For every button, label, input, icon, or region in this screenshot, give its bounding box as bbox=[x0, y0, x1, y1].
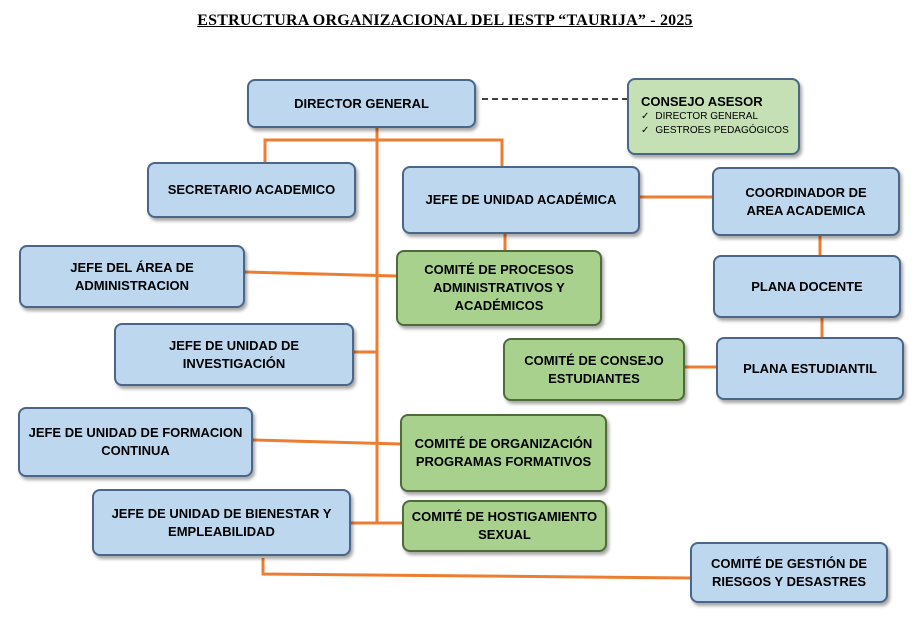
node-jefe-bienestar: JEFE DE UNIDAD DE BIENESTAR Y EMPLEABILI… bbox=[92, 489, 351, 556]
node-comite-gestion-riesgos: COMITÉ DE GESTIÓN DE RIESGOS Y DESASTRES bbox=[690, 542, 888, 603]
check-icon: ✓ bbox=[641, 111, 650, 122]
node-comite-hostigamiento: COMITÉ DE HOSTIGAMIENTO SEXUAL bbox=[402, 500, 607, 552]
connector-bienestar-riesgos bbox=[261, 558, 691, 580]
node-comite-programas-formativos: COMITÉ DE ORGANIZACIÓN PROGRAMAS FORMATI… bbox=[400, 414, 607, 492]
connector-admin-comite bbox=[244, 270, 397, 278]
node-director-general: DIRECTOR GENERAL bbox=[247, 79, 476, 128]
connector-formacion-comite bbox=[252, 438, 401, 446]
node-plana-estudiantil: PLANA ESTUDIANTIL bbox=[716, 337, 904, 400]
consejo-asesor-item: ✓DIRECTOR GENERAL bbox=[641, 111, 759, 122]
check-icon: ✓ bbox=[641, 125, 650, 136]
node-coordinador-area-academica: COORDINADOR DE AREA ACADEMICA bbox=[712, 167, 900, 236]
consejo-asesor-item: ✓GESTROES PEDAGÓGICOS bbox=[641, 125, 789, 136]
connector-top-branch bbox=[263, 138, 504, 166]
node-comite-consejo-estudiantes: COMITÉ DE CONSEJO ESTUDIANTES bbox=[503, 338, 685, 401]
node-jefe-unidad-academica: JEFE DE UNIDAD ACADÉMICA bbox=[402, 166, 640, 234]
node-comite-procesos: COMITÉ DE PROCESOS ADMINISTRATIVOS Y ACA… bbox=[396, 250, 602, 326]
chart-title: ESTRUCTURA ORGANIZACIONAL DEL IESTP “TAU… bbox=[197, 12, 693, 29]
node-jefe-formacion-continua: JEFE DE UNIDAD DE FORMACION CONTINUA bbox=[18, 407, 253, 477]
node-label: DIRECTOR GENERAL bbox=[294, 95, 429, 111]
node-jefe-unidad-investigacion: JEFE DE UNIDAD DE INVESTIGACIÓN bbox=[114, 323, 354, 386]
node-secretario-academico: SECRETARIO ACADEMICO bbox=[147, 162, 356, 218]
node-plana-docente: PLANA DOCENTE bbox=[713, 255, 901, 318]
node-consejo-asesor: CONSEJO ASESOR ✓DIRECTOR GENERAL ✓GESTRO… bbox=[627, 78, 800, 155]
consejo-asesor-title: CONSEJO ASESOR bbox=[641, 94, 763, 109]
node-jefe-area-administracion: JEFE DEL ÁREA DE ADMINISTRACION bbox=[19, 245, 245, 308]
